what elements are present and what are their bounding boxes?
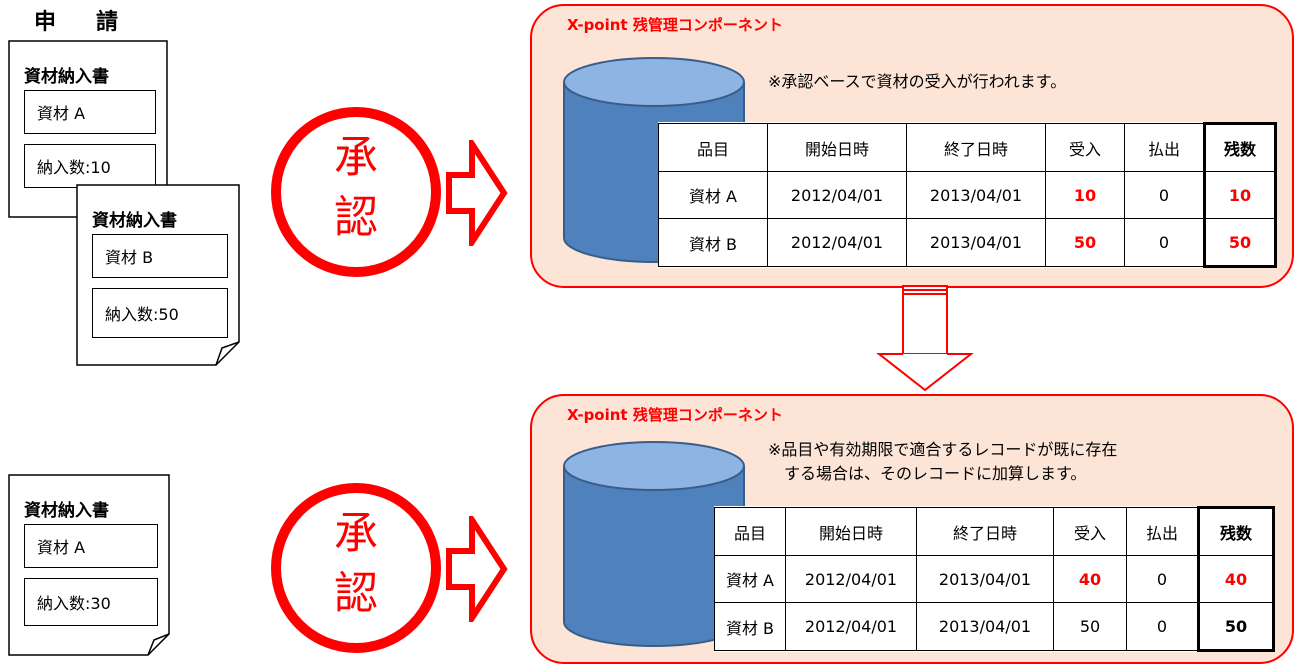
stamp-circle-icon — [271, 483, 441, 653]
stamp-char-2: 認 — [334, 192, 378, 243]
cell-issued: 0 — [1126, 555, 1199, 603]
stamp-char-2: 認 — [334, 568, 378, 619]
column-header-issued: 払出 — [1126, 507, 1199, 556]
cell-balance: 50 — [1203, 218, 1277, 268]
stock-management-panel: X-point 残管理コンポーネント ※品目や有効期限で適合するレコードが既に存… — [530, 394, 1294, 664]
arrow-right-icon — [446, 140, 508, 246]
stamp-char-1: 承 — [334, 132, 378, 183]
cell-end: 2013/04/01 — [906, 218, 1046, 267]
document-material-b[interactable]: 資材納入書 資材 B 納入数:50 — [76, 184, 240, 366]
document-quantity-field: 納入数:30 — [24, 578, 158, 626]
cell-start: 2012/04/01 — [767, 171, 907, 219]
header-char-1: 申 — [34, 10, 57, 35]
column-header-end: 終了日時 — [916, 507, 1054, 556]
column-header-start: 開始日時 — [767, 123, 907, 172]
cell-start: 2012/04/01 — [785, 602, 917, 651]
table-header-row: 品目 開始日時 終了日時 受入 払出 残数 — [658, 122, 1277, 172]
column-header-item: 品目 — [658, 123, 768, 172]
cell-end: 2013/04/01 — [916, 602, 1054, 651]
table-row: 資材 B 2012/04/01 2013/04/01 50 0 50 — [714, 602, 1275, 652]
panel-title: X-point 残管理コンポーネント — [567, 406, 783, 424]
application-header: 申請 — [34, 4, 118, 36]
document-material-a-additional[interactable]: 資材納入書 資材 A 納入数:30 — [8, 474, 170, 656]
document-item-field: 資材 B — [92, 234, 228, 278]
document-quantity-field: 納入数:50 — [92, 288, 228, 338]
document-item-field: 資材 A — [24, 90, 156, 134]
stamp-char-1: 承 — [334, 508, 378, 559]
stamp-circle-icon — [271, 107, 441, 277]
approval-stamp: 承 認 — [270, 106, 442, 278]
cell-item: 資材 A — [658, 171, 768, 219]
cell-balance: 10 — [1203, 171, 1277, 219]
stock-table: 品目 開始日時 終了日時 受入 払出 残数 資材 A 2012/04/01 20… — [714, 506, 1275, 652]
cell-start: 2012/04/01 — [767, 218, 907, 267]
cell-received: 50 — [1045, 218, 1125, 267]
cell-item: 資材 B — [658, 218, 768, 267]
cell-item: 資材 B — [714, 602, 786, 651]
panel-note: ※承認ベースで資材の受入が行われます。 — [768, 72, 1067, 91]
approval-stamp: 承 認 — [270, 482, 442, 654]
arrow-down-icon — [876, 285, 974, 392]
cell-balance: 40 — [1197, 555, 1275, 603]
table-row: 資材 B 2012/04/01 2013/04/01 50 0 50 — [658, 218, 1277, 268]
document-title: 資材納入書 — [24, 67, 109, 87]
cell-start: 2012/04/01 — [785, 555, 917, 603]
arrow-right-icon — [446, 516, 508, 622]
column-header-end: 終了日時 — [906, 123, 1046, 172]
table-header-row: 品目 開始日時 終了日時 受入 払出 残数 — [714, 506, 1275, 556]
column-header-balance: 残数 — [1203, 122, 1277, 172]
cell-received: 10 — [1045, 171, 1125, 219]
column-header-received: 受入 — [1053, 507, 1127, 556]
column-header-received: 受入 — [1045, 123, 1125, 172]
column-header-balance: 残数 — [1197, 506, 1275, 556]
stock-table: 品目 開始日時 終了日時 受入 払出 残数 資材 A 2012/04/01 20… — [658, 122, 1277, 268]
cell-end: 2013/04/01 — [906, 171, 1046, 219]
cell-item: 資材 A — [714, 555, 786, 603]
header-char-2: 請 — [96, 10, 119, 35]
document-material-a[interactable]: 資材納入書 資材 A 納入数:10 — [8, 40, 168, 218]
cell-issued: 0 — [1124, 218, 1205, 267]
column-header-item: 品目 — [714, 507, 786, 556]
cell-received: 50 — [1053, 602, 1127, 651]
panel-title: X-point 残管理コンポーネント — [567, 16, 783, 34]
cell-end: 2013/04/01 — [916, 555, 1054, 603]
table-row: 資材 A 2012/04/01 2013/04/01 40 0 40 — [714, 555, 1275, 603]
cell-issued: 0 — [1126, 602, 1199, 651]
stock-management-panel: X-point 残管理コンポーネント ※承認ベースで資材の受入が行われます。 品… — [530, 4, 1294, 288]
cell-received: 40 — [1053, 555, 1127, 603]
cell-issued: 0 — [1124, 171, 1205, 219]
document-title: 資材納入書 — [92, 211, 177, 231]
cell-balance: 50 — [1197, 602, 1275, 652]
document-quantity-field: 納入数:10 — [24, 144, 156, 188]
column-header-issued: 払出 — [1124, 123, 1205, 172]
table-row: 資材 A 2012/04/01 2013/04/01 10 0 10 — [658, 171, 1277, 219]
database-icon — [563, 441, 745, 647]
document-title: 資材納入書 — [24, 501, 109, 521]
column-header-start: 開始日時 — [785, 507, 917, 556]
panel-note: ※品目や有効期限で適合するレコードが既に存在 する場合は、そのレコードに加算しま… — [768, 440, 1118, 483]
document-item-field: 資材 A — [24, 524, 158, 568]
